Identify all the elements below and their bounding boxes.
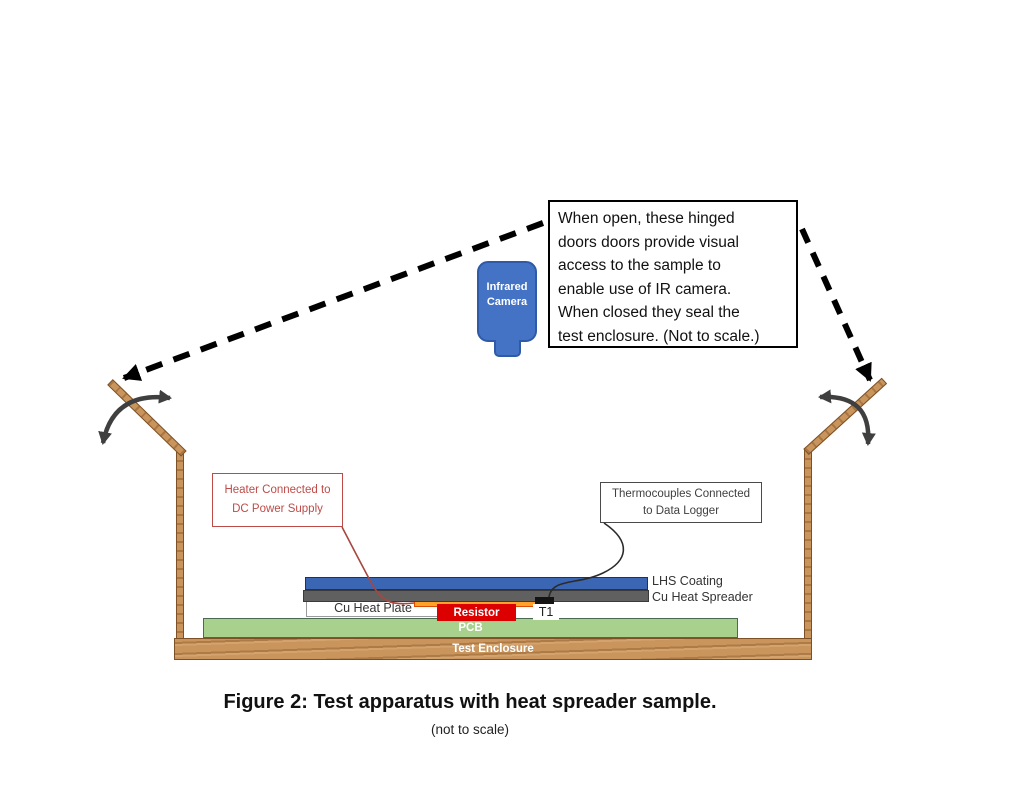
cu-heat-spreader-bar xyxy=(303,590,649,602)
test-enclosure-base: Test Enclosure xyxy=(174,638,812,660)
enclosure-post-left xyxy=(176,450,184,640)
resistor-label: Resistor xyxy=(453,606,500,619)
infrared-camera: Infrared Camera xyxy=(477,261,537,342)
lhs-coating-bar xyxy=(305,577,648,590)
annotation-box: When open, these hinged doors doors prov… xyxy=(548,200,798,348)
hinged-door-left xyxy=(107,379,187,457)
cu-heat-spreader-label: Cu Heat Spreader xyxy=(652,590,753,604)
lhs-coating-label: LHS Coating xyxy=(652,574,723,588)
test-enclosure-label: Test Enclosure xyxy=(452,643,534,655)
figure-caption: Figure 2: Test apparatus with heat sprea… xyxy=(223,691,717,713)
heater-callout-box: Heater Connected to DC Power Supply xyxy=(212,473,343,527)
t1-thermocouple-mark xyxy=(535,597,554,607)
pcb-board: PCB xyxy=(203,618,738,638)
pcb-label: PCB xyxy=(458,622,483,634)
hinged-door-right xyxy=(803,377,888,455)
camera-lens xyxy=(494,340,521,357)
enclosure-post-right xyxy=(804,448,812,640)
dashed-arrow-right xyxy=(799,227,873,382)
figure-subcaption: (not to scale) xyxy=(430,722,510,737)
thermocouple-callout-box: Thermocouples Connected to Data Logger xyxy=(600,482,762,523)
resistor-block: Resistor xyxy=(437,604,516,621)
infrared-camera-label: Infrared Camera xyxy=(486,280,528,308)
t1-label: T1 xyxy=(533,604,559,620)
